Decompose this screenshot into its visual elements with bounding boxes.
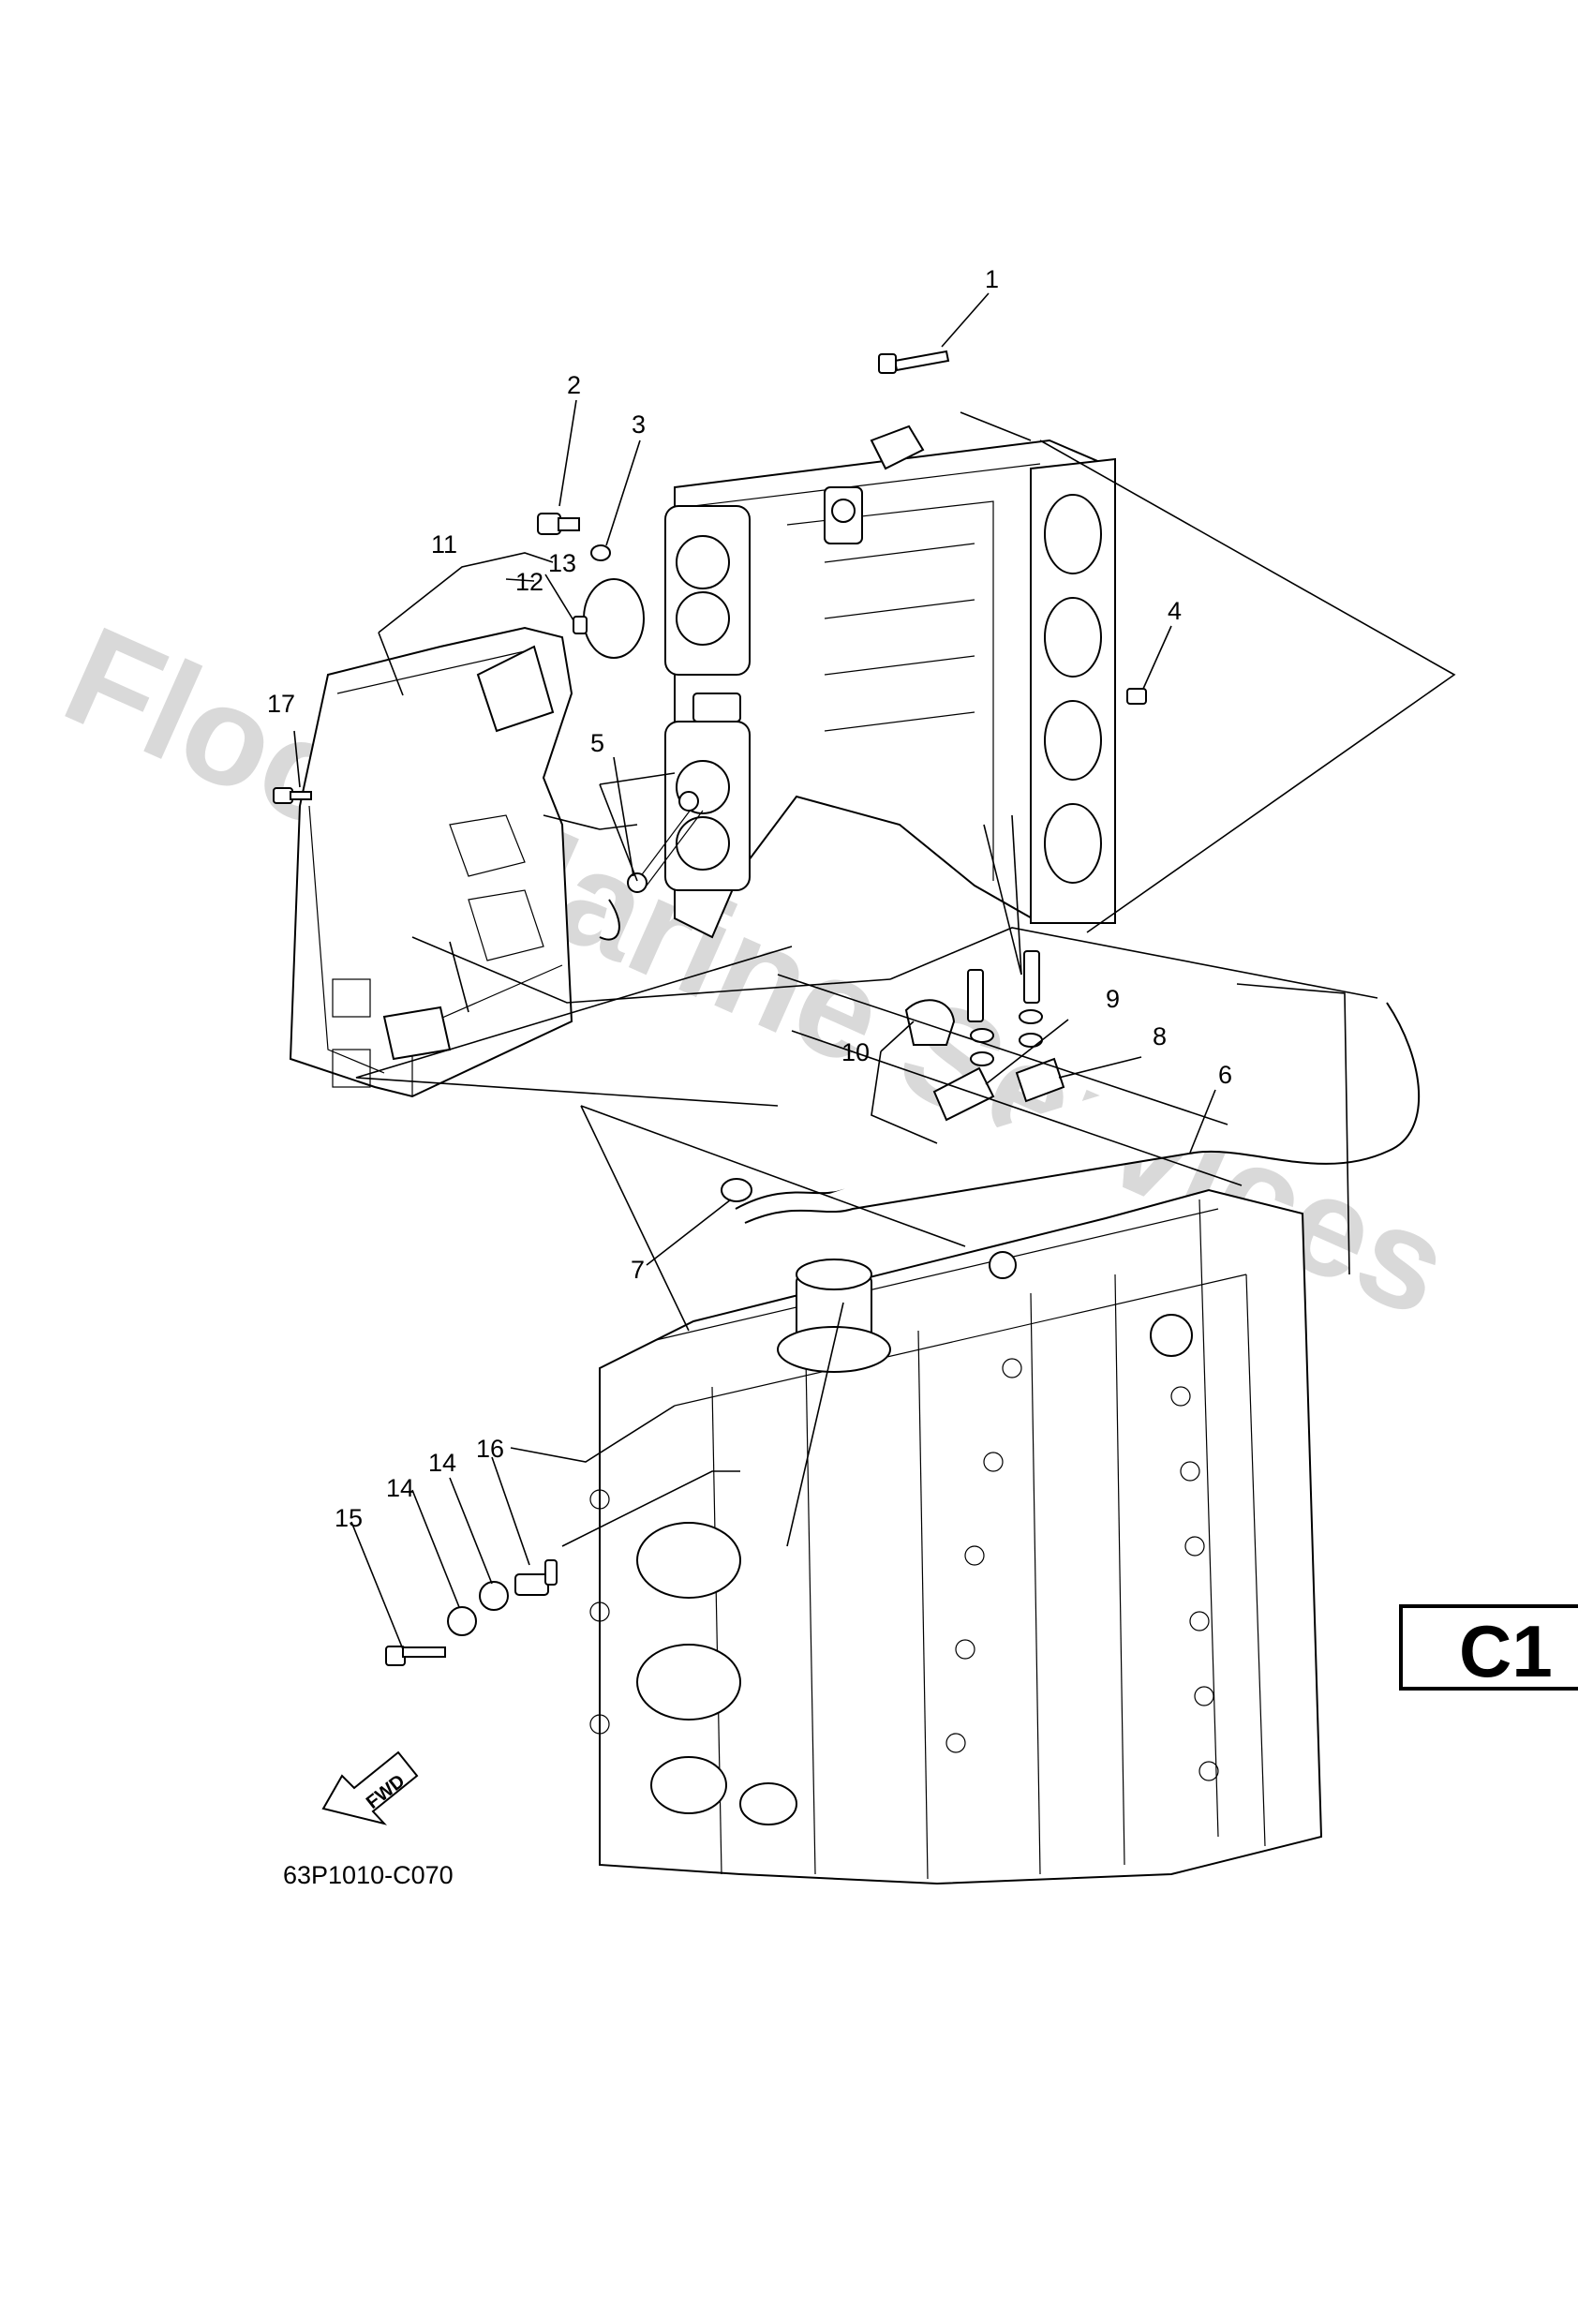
fwd-arrow: FWD [321,1750,419,1825]
callout-10: 10 [841,1038,870,1066]
callout-5: 5 [590,729,604,757]
cylinder-block [589,1188,1323,1885]
page-tag: C1 [1399,1604,1578,1691]
small-parts [273,350,1147,1666]
callout-2: 2 [567,371,581,399]
leader-lines [293,292,1456,1650]
intake-silencer [289,626,573,1098]
callout-9: 9 [1106,985,1120,1013]
callout-3: 3 [632,410,646,439]
callout-16: 16 [476,1435,504,1463]
callout-13: 13 [548,549,576,577]
callout-14-right: 14 [428,1449,456,1477]
diagram-code: 63P1010-C070 [283,1861,454,1889]
callout-7: 7 [631,1256,645,1284]
callout-4: 4 [1168,597,1182,625]
callout-6: 6 [1218,1061,1232,1089]
callout-14-left: 14 [386,1474,414,1502]
callout-11: 11 [431,530,457,559]
callout-labels: 1 2 3 4 5 6 7 8 9 10 11 12 13 14 14 15 1… [267,265,1232,1532]
page-tag-label: C1 [1459,1610,1553,1692]
callout-15: 15 [335,1504,363,1532]
hose-6 [735,1002,1421,1224]
callout-17: 17 [267,690,295,718]
callout-12: 12 [515,568,543,596]
callout-8: 8 [1153,1022,1167,1050]
intake-manifold [664,425,1117,939]
callout-1: 1 [985,265,999,293]
